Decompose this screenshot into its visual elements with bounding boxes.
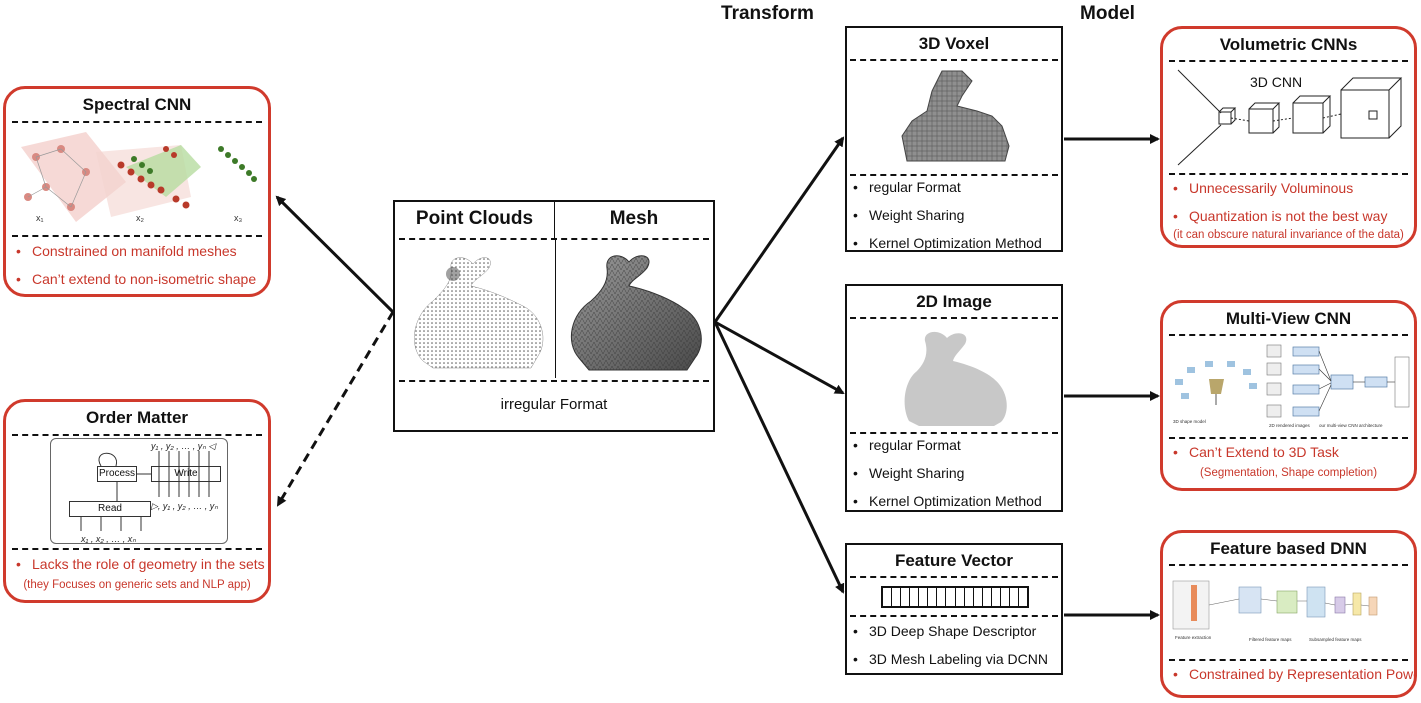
svg-text:y₁ , y₂ , … , yₙ ◁: y₁ , y₂ , … , yₙ ◁: [150, 441, 217, 451]
point-clouds-label: Point Clouds: [395, 202, 555, 238]
feature-list: 3D Deep Shape Descriptor 3D Mesh Labelin…: [851, 617, 1055, 673]
image-list: regular Format Weight Sharing Kernel Opt…: [851, 431, 1055, 515]
mesh-bunny: [570, 255, 702, 371]
3d-cnn-figure: [1177, 69, 1403, 166]
order-matter-figure: Process Write Read y₁ , y₂ , … , yₙ ◁ ▷,…: [50, 438, 228, 544]
voxel-list: regular Format Weight Sharing Kernel Opt…: [851, 173, 1055, 257]
list-item: regular Format: [851, 173, 1055, 201]
list-item: Can’t extend to non-isometric shape: [14, 265, 262, 293]
svg-text:x₃: x₃: [234, 213, 243, 223]
voxel-transform-box: 3D Voxel regular Format Weight Sharing K…: [845, 26, 1063, 257]
volumetric-list: Unnecessarily Voluminous Quantization is…: [1171, 174, 1408, 230]
svg-text:our multi-view CNN architectur: our multi-view CNN architecture: [1319, 423, 1383, 428]
svg-text:2D rendered images: 2D rendered images: [1269, 423, 1311, 428]
arrow-to-voxel: [713, 136, 845, 323]
volumetric-cnn-card: Volumetric CNNs 3D CNN Unnecessarily Vol…: [1160, 26, 1417, 248]
feature-title: Feature Vector: [894, 551, 1014, 570]
svg-text:Feature extraction: Feature extraction: [1175, 635, 1212, 640]
list-item: regular Format: [851, 431, 1055, 459]
feature-transform-box: Feature Vector 3D Deep Shape Descriptor …: [845, 543, 1063, 675]
list-item: Can’t Extend to 3D Task: [1171, 438, 1408, 466]
spectral-cnn-card: Spectral CNN x₁ x₂ x₃ Constrained on man…: [3, 86, 271, 297]
order-matter-list: Lacks the role of geometry in the sets: [14, 550, 265, 578]
feature-based-dnn-card: Feature based DNN Feature extraction Filt…: [1160, 530, 1417, 698]
divider: [12, 121, 262, 123]
voxel-bunny: [901, 70, 1010, 162]
svg-text:x₁: x₁: [36, 213, 44, 223]
write-block: Write: [151, 466, 221, 482]
volumetric-title: Volumetric CNNs: [1219, 35, 1358, 54]
divider: [1169, 334, 1408, 336]
spectral-cnn-list: Constrained on manifold meshes Can’t ext…: [14, 237, 262, 293]
svg-text:3D shape model: 3D shape model: [1173, 419, 1206, 424]
voxel-title: 3D Voxel: [918, 34, 990, 53]
list-item: Weight Sharing: [851, 459, 1055, 487]
order-matter-title: Order Matter: [85, 408, 189, 427]
input-representation-box: Point Clouds Mesh irregular Format: [393, 200, 715, 432]
mesh-label: Mesh: [609, 208, 659, 229]
order-matter-note: (they Focuses on generic sets and NLP ap…: [23, 579, 251, 591]
arrow-to-image: [714, 320, 845, 395]
svg-text:Filtered feature maps: Filtered feature maps: [1249, 637, 1292, 642]
multiview-list: Can’t Extend to 3D Task: [1171, 438, 1408, 466]
list-item: Weight Sharing: [851, 201, 1055, 229]
multi-view-cnn-card: Multi-View CNN 3D shape model 2D rendered…: [1160, 300, 1417, 491]
spectral-graph-figure: x₁ x₂ x₃: [21, 132, 257, 223]
multi-view-figure: 3D shape model 2D rendered images our mult…: [1173, 344, 1410, 428]
transform-header: Transform: [721, 3, 814, 24]
divider: [399, 380, 709, 382]
divider: [1169, 60, 1408, 62]
arrow-to-order: [276, 311, 395, 507]
list-item: Quantization is not the best way: [1171, 202, 1408, 230]
list-item: Lacks the role of geometry in the sets: [14, 550, 265, 578]
divider: [12, 548, 262, 550]
arrow-to-spectral: [275, 195, 395, 314]
image-title: 2D Image: [916, 292, 992, 311]
svg-text:Subsampled feature maps: Subsampled feature maps: [1309, 637, 1362, 642]
svg-text:▷, y₁ , y₂ , … , yₙ: ▷, y₁ , y₂ , … , yₙ: [150, 501, 218, 511]
divider: [1169, 564, 1408, 566]
arrow-to-feature: [713, 321, 845, 594]
divider: [12, 235, 262, 237]
multiview-note: (Segmentation, Shape completion): [1199, 467, 1378, 479]
svg-text:x₂: x₂: [136, 213, 145, 223]
volumetric-note: (it can obscure natural invariance of th…: [1173, 229, 1404, 241]
list-item: Kernel Optimization Method: [851, 229, 1055, 257]
multiview-title: Multi-View CNN: [1225, 309, 1352, 328]
divider: [850, 615, 1058, 617]
3d-cnn-label: 3D CNN: [1249, 74, 1303, 90]
svg-text:x₁ , x₂ , … , xₙ: x₁ , x₂ , … , xₙ: [80, 534, 136, 544]
divider: [850, 317, 1058, 319]
irregular-format-label: irregular Format: [500, 396, 608, 413]
process-block: Process: [97, 466, 137, 482]
spectral-cnn-title: Spectral CNN: [82, 95, 192, 114]
list-item: Unnecessarily Voluminous: [1171, 174, 1408, 202]
model-header: Model: [1080, 3, 1135, 24]
feature-vector-strip: [881, 586, 1029, 608]
divider: [850, 576, 1058, 578]
order-matter-card: Order Matter Process Write Read y₁ , y₂ …: [3, 399, 271, 603]
list-item: Constrained by Representation Power: [1171, 660, 1414, 688]
point-cloud-bunny: [414, 257, 544, 369]
list-item: 3D Deep Shape Descriptor: [851, 617, 1055, 645]
list-item: Constrained on manifold meshes: [14, 237, 262, 265]
divider: [850, 59, 1058, 61]
divider: [399, 238, 709, 240]
list-item: 3D Mesh Labeling via DCNN: [851, 645, 1055, 673]
silhouette-bunny: [904, 331, 1007, 426]
featuredn-list: Constrained by Representation Power: [1171, 660, 1414, 688]
divider: [12, 434, 262, 436]
feature-dnn-figure: Feature extraction Filtered feature maps S…: [1172, 580, 1378, 642]
read-block: Read: [69, 501, 151, 517]
featuredn-title: Feature based DNN: [1210, 539, 1367, 558]
list-item: Kernel Optimization Method: [851, 487, 1055, 515]
image-transform-box: 2D Image regular Format Weight Sharing K…: [845, 284, 1063, 515]
